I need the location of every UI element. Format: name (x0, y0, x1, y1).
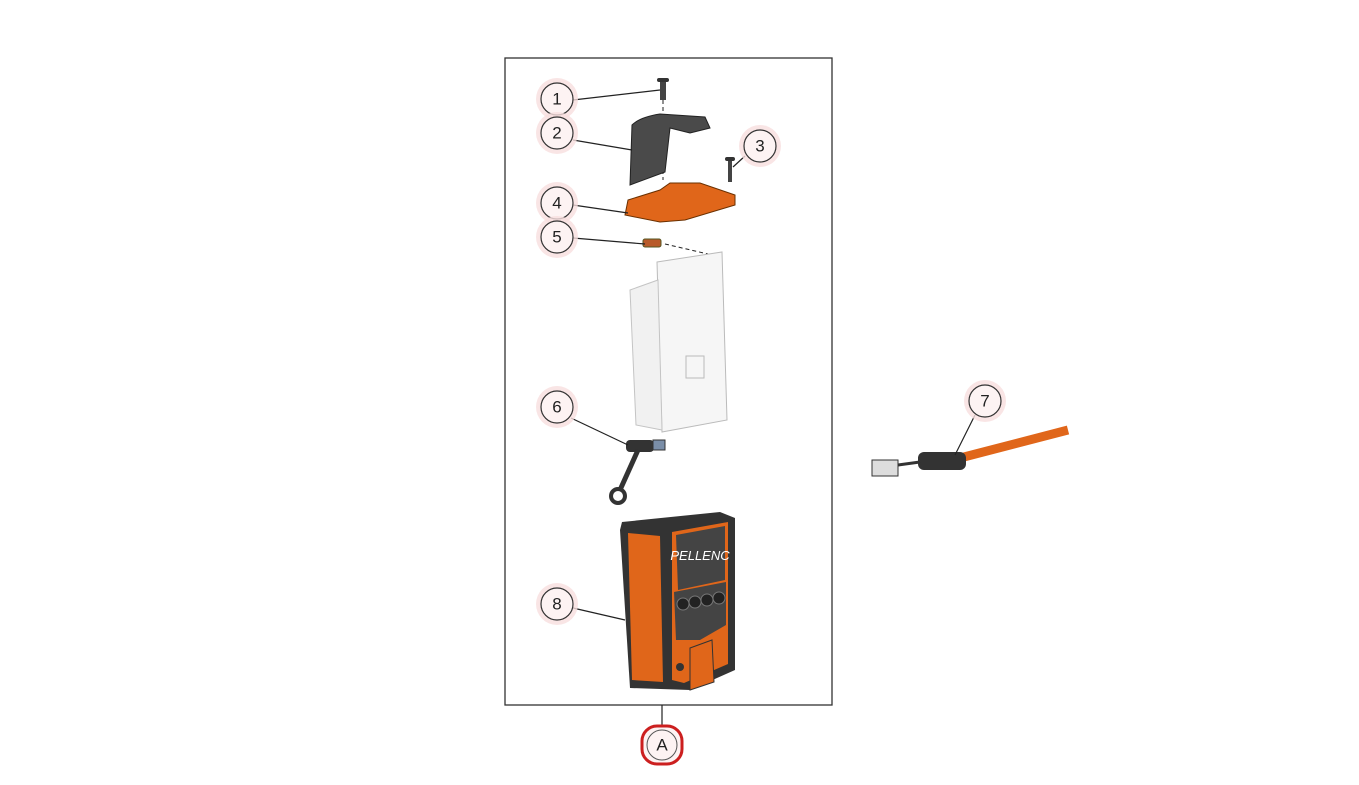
callout-assembly-a[interactable]: A (640, 724, 684, 766)
callout-label: A (656, 736, 668, 755)
callout-label: 1 (552, 90, 561, 109)
part-4-cover[interactable] (624, 182, 736, 223)
callout-5[interactable]: 5 (536, 216, 578, 258)
assembly-frame (504, 57, 833, 706)
part-6-cable[interactable] (609, 439, 666, 505)
callout-label: 2 (552, 124, 561, 143)
callout-2[interactable]: 2 (536, 112, 578, 154)
callout-label: 7 (980, 392, 989, 411)
callout-label: 8 (552, 595, 561, 614)
callout-8[interactable]: 8 (536, 583, 578, 625)
callout-label: 4 (552, 194, 561, 213)
callout-3[interactable]: 3 (739, 125, 781, 167)
part-7-power-cable[interactable] (871, 425, 1070, 477)
callout-6[interactable]: 6 (536, 386, 578, 428)
charge-indicator-leds (676, 591, 726, 611)
callout-label: 6 (552, 398, 561, 417)
part-5-fuse[interactable] (642, 238, 709, 255)
part-2-bracket[interactable] (629, 113, 711, 186)
callout-label: 5 (552, 228, 561, 247)
callout-label: 3 (755, 137, 764, 156)
circuit-board (629, 251, 728, 433)
brand-logo: PELLENC (670, 548, 730, 563)
part-8-housing[interactable]: PELLENC (620, 512, 735, 691)
callout-7[interactable]: 7 (964, 380, 1006, 422)
leader-lines (570, 89, 976, 621)
part-3-screw[interactable] (725, 157, 735, 182)
